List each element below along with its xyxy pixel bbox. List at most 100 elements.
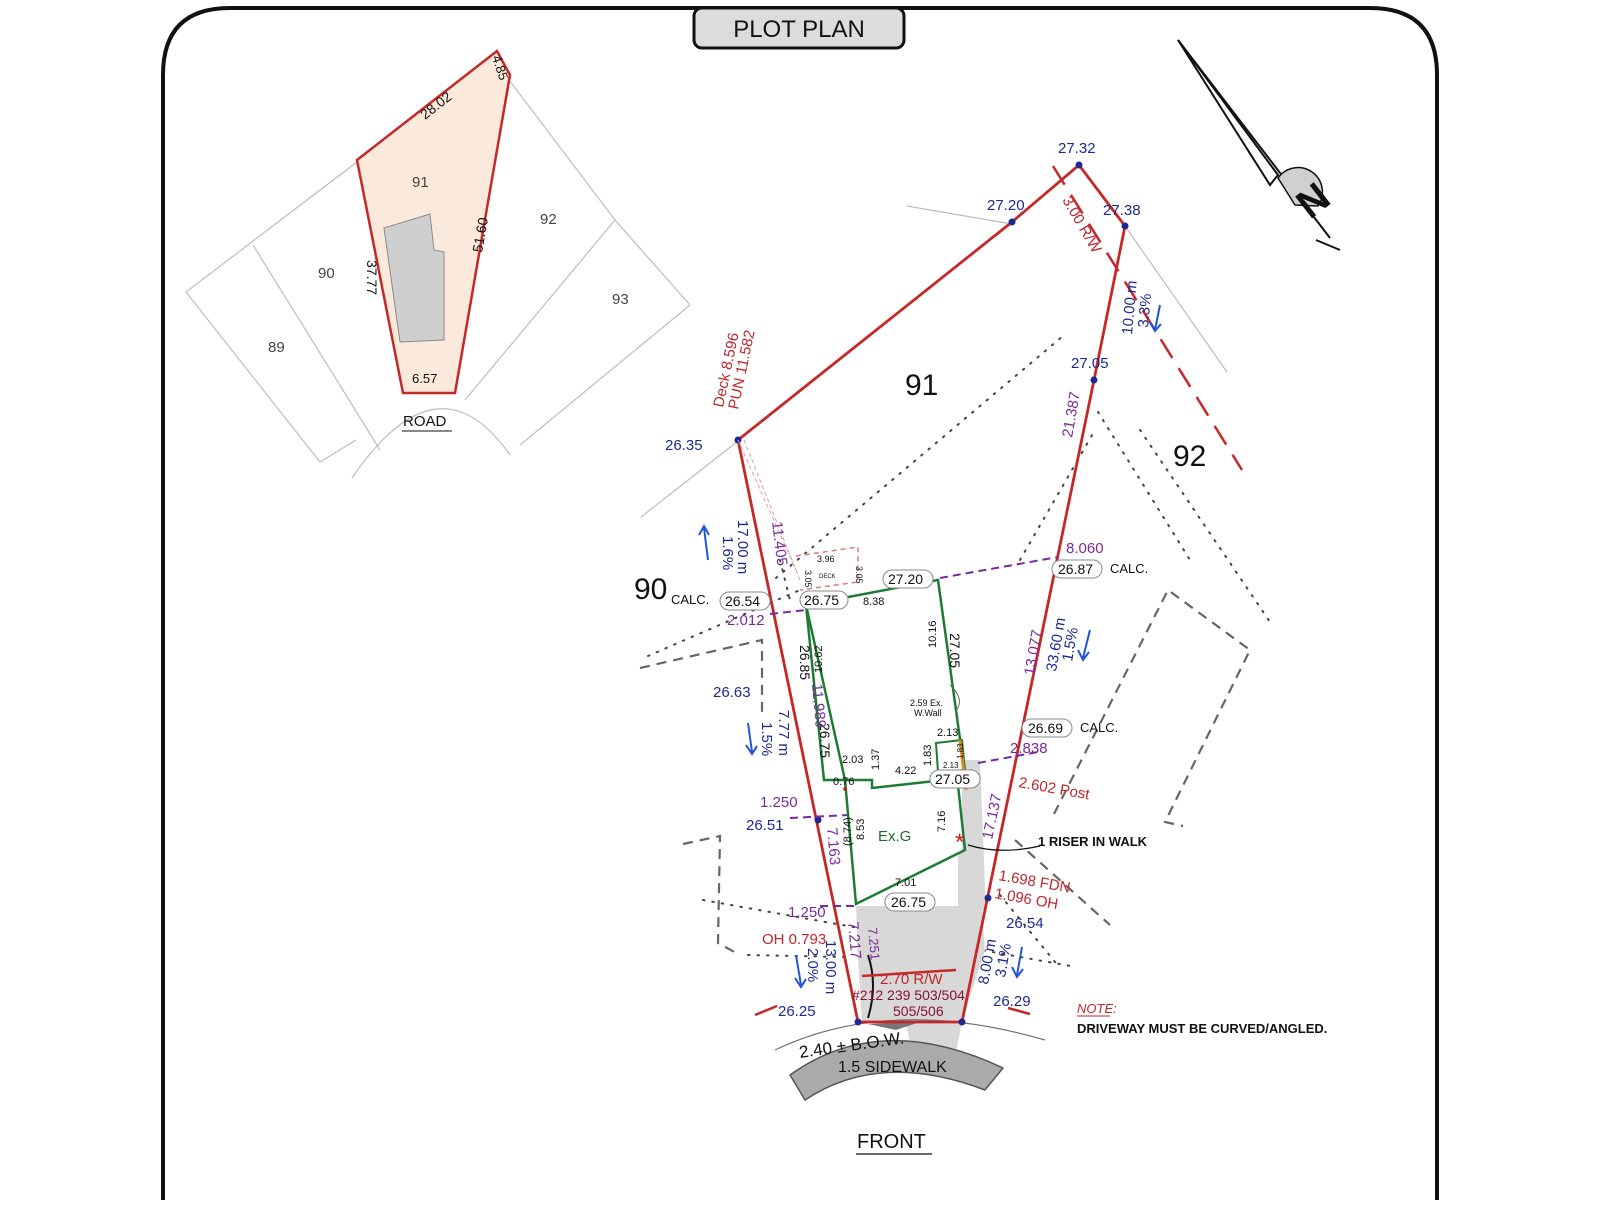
slope-5-pct: 2.0% xyxy=(804,948,821,982)
key-map-house xyxy=(383,213,445,343)
key-lot-91: 91 xyxy=(412,174,429,191)
elev-2675b: 26.75 xyxy=(817,723,833,758)
lot-label-north: 92 xyxy=(1173,440,1206,473)
dim-7251: 7.251 xyxy=(865,927,883,961)
setback-lines xyxy=(769,556,1059,907)
dim-137: 1.37 xyxy=(870,749,882,770)
key-lot-92: 92 xyxy=(540,211,557,228)
elev-2720: 27.20 xyxy=(987,197,1025,214)
rw-front: 2.70 R/W xyxy=(880,971,943,988)
elev-2685: 26.85 xyxy=(797,645,813,680)
dim-305a: 3.05 xyxy=(803,570,813,588)
setback-8060: 8.060 xyxy=(1066,540,1104,557)
lot-label-south: 90 xyxy=(634,573,667,606)
lot-label-main: 91 xyxy=(905,369,938,402)
rw-top: 3.00 R/W xyxy=(1059,194,1105,257)
deck-outline xyxy=(795,546,859,591)
front-label: FRONT xyxy=(857,1131,926,1153)
key-dim-right-short: 4.85 xyxy=(489,53,511,82)
driveway-area xyxy=(774,760,1046,1102)
garage-label: Ex.G xyxy=(878,828,911,845)
service-line-a: #212 239 503/504 xyxy=(852,987,965,1003)
setback-11405: 11.405 xyxy=(768,520,790,567)
setback-7163: 7.163 xyxy=(823,827,843,866)
elev-2720b: 27.20 xyxy=(888,571,923,587)
setback-7217: 7.217 xyxy=(844,921,864,960)
title-box: PLOT PLAN xyxy=(692,6,906,50)
lot-91-boundary xyxy=(734,161,1129,1026)
elev-2675c: 26.75 xyxy=(891,894,926,910)
slope-4: 7.77 m xyxy=(775,710,792,756)
slope-1-pct: 1.6% xyxy=(719,536,736,570)
setback-21387: 21.387 xyxy=(1059,391,1084,439)
dim-701: 7.01 xyxy=(895,877,916,889)
dim-1062: 10.62 xyxy=(813,645,825,673)
dim-183a: 1.83 xyxy=(922,745,934,766)
setback-2838: 2.838 xyxy=(1010,740,1048,757)
dim-716: 7.16 xyxy=(936,811,948,832)
post-offset: 2.602 Post xyxy=(1017,774,1091,803)
elev-2654: 26.54 xyxy=(725,593,760,609)
dim-305b: 3.05 xyxy=(854,566,864,584)
key-dim-east: 51.60 xyxy=(469,216,491,253)
elev-2705a: 27.05 xyxy=(1071,355,1109,372)
calc-label-2687: CALC. xyxy=(1110,561,1148,576)
elev-2738: 27.38 xyxy=(1103,202,1141,219)
key-lot-93: 93 xyxy=(612,291,629,308)
dim-422: 4.22 xyxy=(895,765,916,777)
elevation-bubbles: 26.87 CALC. 26.54 CALC. 26.75 27.20 26.8… xyxy=(671,559,1148,912)
dim-853: 8.53 xyxy=(855,819,867,840)
calc-label-2669: CALC. xyxy=(1080,720,1118,735)
slope-1: 17.00 m xyxy=(734,520,751,574)
key-lot-90: 90 xyxy=(318,265,335,282)
elev-2669: 26.69 xyxy=(1028,720,1063,736)
elev-2732: 27.32 xyxy=(1058,140,1096,157)
wall-note-a: 2.59 Ex. xyxy=(910,698,943,708)
setback-1250a: 1.250 xyxy=(760,794,798,811)
page-title: PLOT PLAN xyxy=(733,16,865,43)
setback-11989: 11.989 xyxy=(808,683,829,729)
oh-offset-b: OH 0.793 xyxy=(762,931,826,948)
elev-2663: 26.63 xyxy=(713,684,751,701)
elev-2635: 26.35 xyxy=(665,437,703,454)
key-road-label: ROAD xyxy=(403,413,447,430)
riser-note: 1 RISER IN WALK xyxy=(1038,834,1148,849)
service-line-b: 505/506 xyxy=(893,1003,944,1019)
riser-marker: * xyxy=(955,829,964,856)
dim-076: 0.76 xyxy=(833,776,854,788)
dim-838: 8.38 xyxy=(863,596,884,608)
dim-874: (8.74) xyxy=(842,817,854,846)
key-dim-west: 37.77 xyxy=(364,260,380,295)
elev-2675a: 26.75 xyxy=(804,592,839,608)
north-arrow: N xyxy=(1177,39,1341,251)
slope-4-pct: 1.5% xyxy=(758,722,775,756)
dim-396: 3.96 xyxy=(817,554,835,564)
key-map: 89 90 91 92 93 28.02 4.85 51.60 37.77 6.… xyxy=(185,49,691,479)
elev-2651: 26.51 xyxy=(746,817,784,834)
dim-213a: 2.13 xyxy=(937,727,958,739)
sidewalk-label: 1.5 SIDEWALK xyxy=(838,1059,947,1076)
slope-6-pct: 3.1% xyxy=(992,942,1015,979)
note-heading: NOTE: xyxy=(1077,1001,1117,1016)
elev-2705c: 27.05 xyxy=(935,771,970,787)
deck-label: DECK xyxy=(819,574,836,580)
driveway-note: NOTE: DRIVEWAY MUST BE CURVED/ANGLED. xyxy=(1077,1001,1327,1036)
slope-2: 10.00 m xyxy=(1119,280,1141,335)
dim-1016: 10.16 xyxy=(927,620,939,648)
elev-2625: 26.25 xyxy=(778,1003,816,1020)
dim-203: 2.03 xyxy=(842,754,863,766)
setback-1250b: 1.250 xyxy=(788,904,826,921)
calc-label-2654: CALC. xyxy=(671,592,709,607)
dim-213b: 2.13 xyxy=(943,761,959,770)
elev-2654b: 26.54 xyxy=(1006,915,1044,932)
wall-note-b: W.Wall xyxy=(914,708,942,718)
elev-2705b: 27.05 xyxy=(947,633,963,668)
note-body: DRIVEWAY MUST BE CURVED/ANGLED. xyxy=(1077,1021,1327,1036)
slope-2-pct: 3.3% xyxy=(1135,293,1155,329)
key-dim-front: 6.57 xyxy=(412,371,437,386)
slope-5: 13.00 m xyxy=(822,940,839,994)
slope-3-pct: 1.5% xyxy=(1059,626,1082,663)
setback-13077: 13.077 xyxy=(1021,629,1046,677)
